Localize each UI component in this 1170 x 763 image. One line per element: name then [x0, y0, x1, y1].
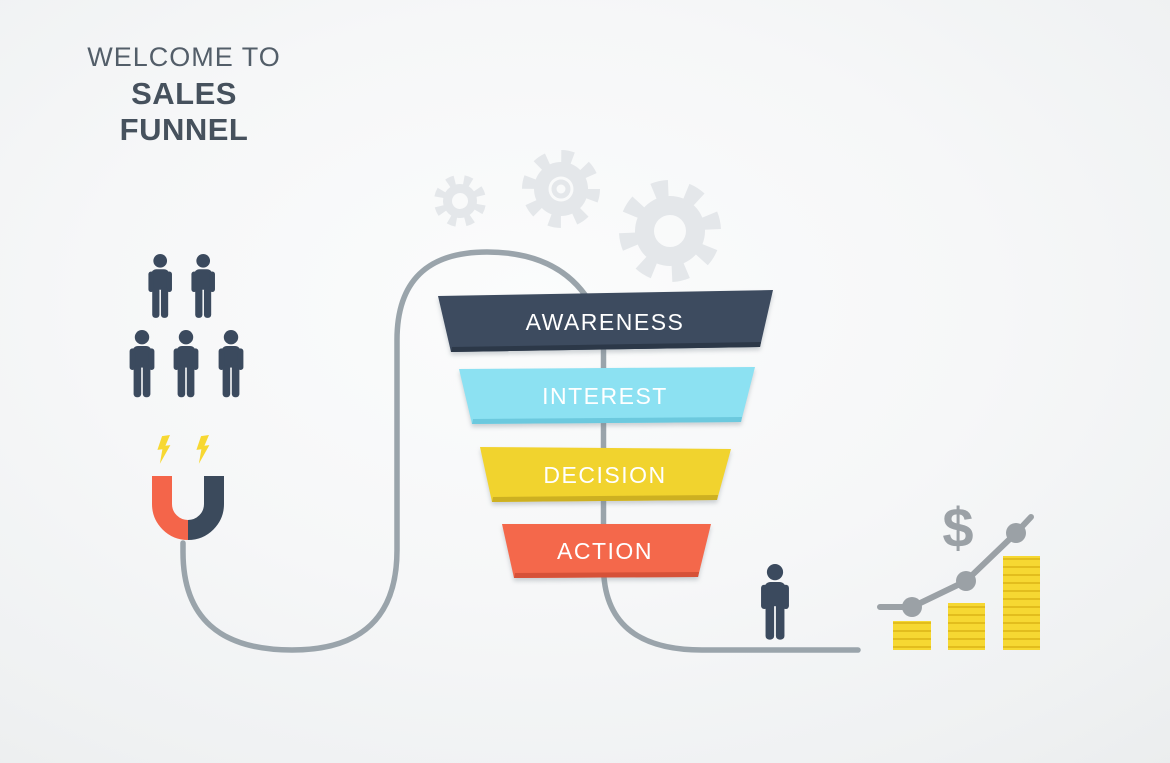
person-icon — [218, 330, 244, 398]
customer-person-icon — [761, 564, 789, 640]
gear-icon — [434, 175, 486, 227]
trend-node-icon — [956, 571, 976, 591]
audience-group — [129, 254, 244, 398]
funnel-stage-interest: INTEREST — [459, 367, 755, 424]
person-icon — [129, 330, 155, 398]
trend-node-icon — [1006, 523, 1026, 543]
page-title: WELCOME TO SALES FUNNEL — [64, 42, 304, 147]
trend-node-icon — [902, 597, 922, 617]
lightning-icon — [157, 435, 171, 464]
funnel: AWARENESS INTEREST DECISION ACTION — [438, 290, 773, 578]
gear-icon — [522, 150, 600, 228]
funnel-stage-label: ACTION — [557, 538, 653, 564]
funnel-stage-label: AWARENESS — [526, 309, 685, 335]
magnet-icon — [152, 476, 224, 540]
person-icon — [148, 254, 172, 318]
dollar-sign: $ — [942, 496, 973, 559]
funnel-stage-decision: DECISION — [480, 447, 731, 502]
growth-chart: $ — [877, 496, 1040, 650]
funnel-stage-label: INTEREST — [542, 383, 668, 409]
funnel-stage-action: ACTION — [502, 524, 711, 578]
coin-stack — [1003, 556, 1040, 650]
lightning-icon — [196, 435, 210, 464]
title-line-2: SALES FUNNEL — [119, 76, 249, 147]
funnel-stage-awareness: AWARENESS — [438, 290, 773, 352]
coin-stack — [893, 621, 931, 650]
funnel-stage-label: DECISION — [543, 462, 666, 488]
person-icon — [191, 254, 215, 318]
title-line-1: WELCOME TO — [87, 42, 281, 72]
flow-line-outbound — [600, 563, 861, 653]
gear-icon — [619, 180, 721, 282]
gear-center-ring-icon — [551, 179, 571, 199]
flow-line-inbound — [180, 249, 606, 653]
coin-stack — [948, 603, 985, 650]
person-icon — [173, 330, 199, 398]
